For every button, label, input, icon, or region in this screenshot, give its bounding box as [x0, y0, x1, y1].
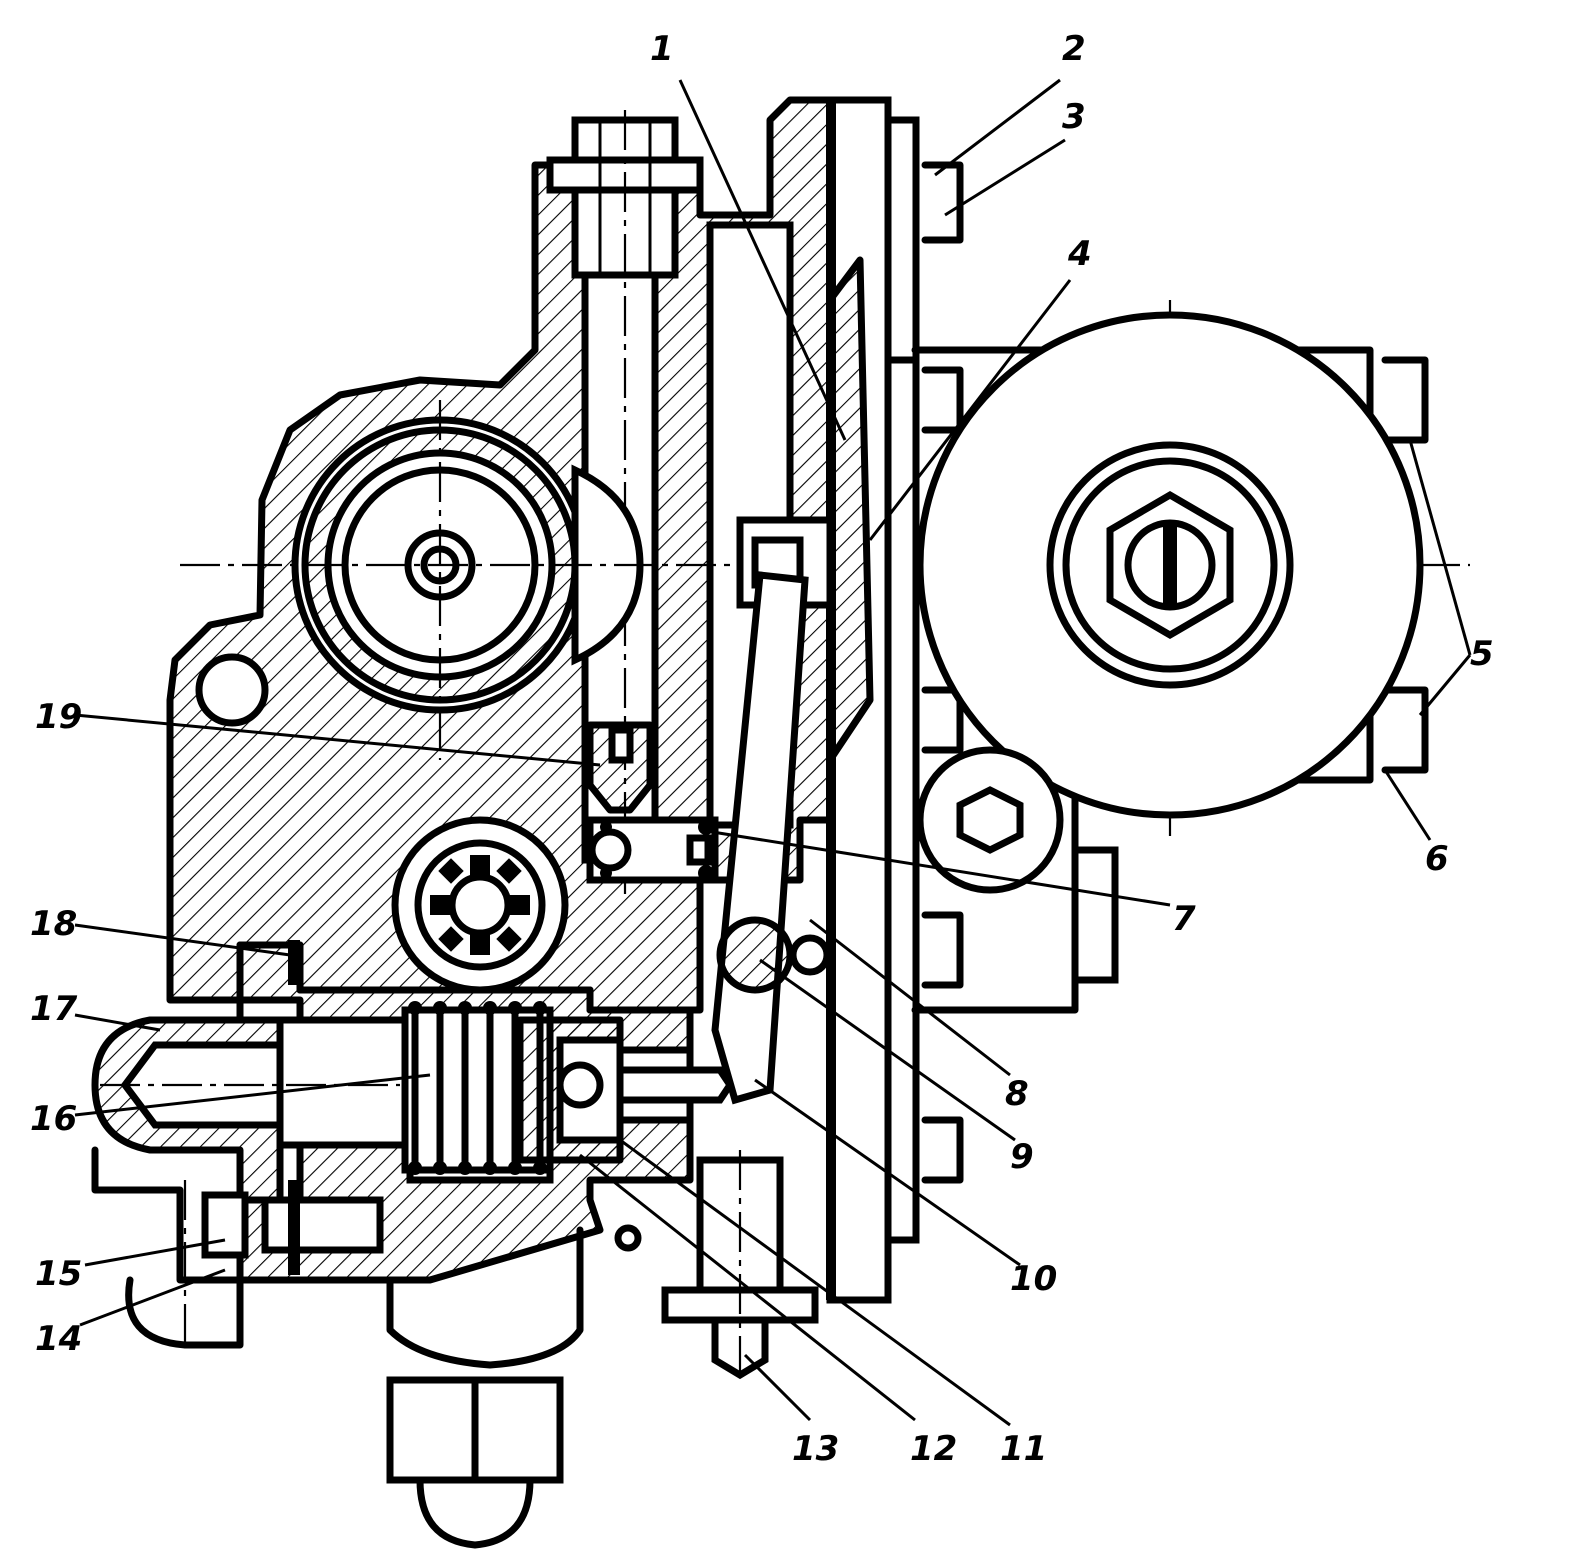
callout-19: 19	[35, 697, 82, 737]
callout-14: 14	[35, 1319, 82, 1359]
mounting-hole	[195, 653, 269, 727]
callout-10: 10	[1010, 1259, 1057, 1299]
top-bolt	[546, 110, 704, 900]
plug	[586, 721, 654, 814]
callout-12: 12	[910, 1429, 957, 1469]
callout-18: 18	[30, 904, 77, 944]
diaphragm-plate	[826, 96, 920, 1304]
callout-9: 9	[1010, 1137, 1034, 1177]
lower-bearing	[391, 816, 569, 994]
flange-screws	[921, 161, 1429, 1184]
seal-upper	[288, 940, 300, 985]
callout-3: 3	[1062, 97, 1086, 137]
callout-5: 5	[1470, 634, 1494, 674]
callout-16: 16	[30, 1099, 77, 1139]
callout-2: 2	[1062, 29, 1086, 69]
callout-8: 8	[1005, 1074, 1029, 1114]
lever-arm	[711, 516, 834, 1105]
callout-15: 15	[35, 1254, 82, 1294]
callout-7: 7	[1172, 899, 1196, 939]
check-valve	[516, 1016, 735, 1164]
leader-lines	[74, 78, 1472, 1427]
callout-17: 17	[30, 989, 78, 1029]
callout-6: 6	[1425, 839, 1449, 879]
callout-4: 4	[1067, 234, 1092, 274]
callout-13: 13	[792, 1429, 839, 1469]
callout-labels: 1 2 3 4 5 6 7 8 9 10 11 12 13 14 15 16 1…	[30, 29, 1494, 1469]
cross-pin	[586, 816, 719, 884]
callout-1: 1	[650, 29, 674, 69]
callout-11: 11	[1000, 1429, 1047, 1469]
right-wheel-assembly	[911, 311, 1424, 1014]
seal-lower	[288, 1180, 300, 1275]
